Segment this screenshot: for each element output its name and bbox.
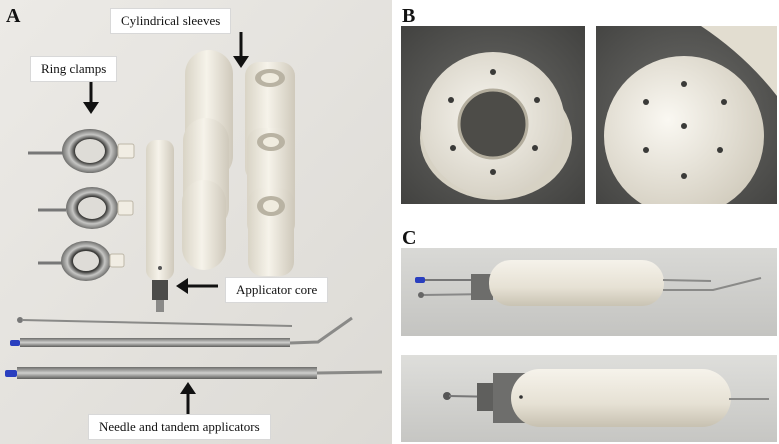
panel-c-photo-bottom xyxy=(401,355,777,442)
arrow-applicator-core xyxy=(176,278,218,294)
panel-b-photo-dome-end xyxy=(596,26,777,204)
tandem-applicator-1 xyxy=(10,316,353,347)
sleeve-open-end-view xyxy=(401,26,585,204)
needle-holes xyxy=(448,69,540,175)
panel-c-photo-top xyxy=(401,248,777,336)
label-applicator-core: Applicator core xyxy=(225,277,329,303)
panel-a-letter: A xyxy=(6,5,21,27)
panel-b-letter: B xyxy=(402,5,416,27)
label-needle-tandem: Needle and tandem applicators xyxy=(88,414,271,440)
assembled-applicator-view-2 xyxy=(401,355,777,442)
panel-c-letter: C xyxy=(402,227,417,249)
sleeve-open-small xyxy=(248,188,294,276)
ring-clamp-1 xyxy=(28,129,135,173)
applicator-core xyxy=(146,140,174,312)
arrow-cylindrical-sleeves xyxy=(233,32,249,68)
needle-holes xyxy=(643,81,727,179)
label-ring-clamps: Ring clamps xyxy=(30,56,118,82)
tandem-applicator-2 xyxy=(5,367,383,379)
arrow-needle-tandem xyxy=(180,382,196,414)
assembled-applicator-view-1 xyxy=(401,248,777,336)
panel-a-photo: A Cylindrical sleeves Ring clamps Applic… xyxy=(0,0,392,444)
ring-clamp-3 xyxy=(38,241,125,281)
sleeve-domed-small xyxy=(182,180,226,270)
arrow-ring-clamps xyxy=(83,82,99,114)
ring-clamp-2 xyxy=(38,187,134,229)
label-cylindrical-sleeves: Cylindrical sleeves xyxy=(110,8,232,34)
needle-applicator xyxy=(17,317,293,327)
panel-b-photo-open-end xyxy=(401,26,585,204)
sleeve-dome-end-view xyxy=(596,26,777,204)
panel-a-illustration xyxy=(0,0,392,444)
